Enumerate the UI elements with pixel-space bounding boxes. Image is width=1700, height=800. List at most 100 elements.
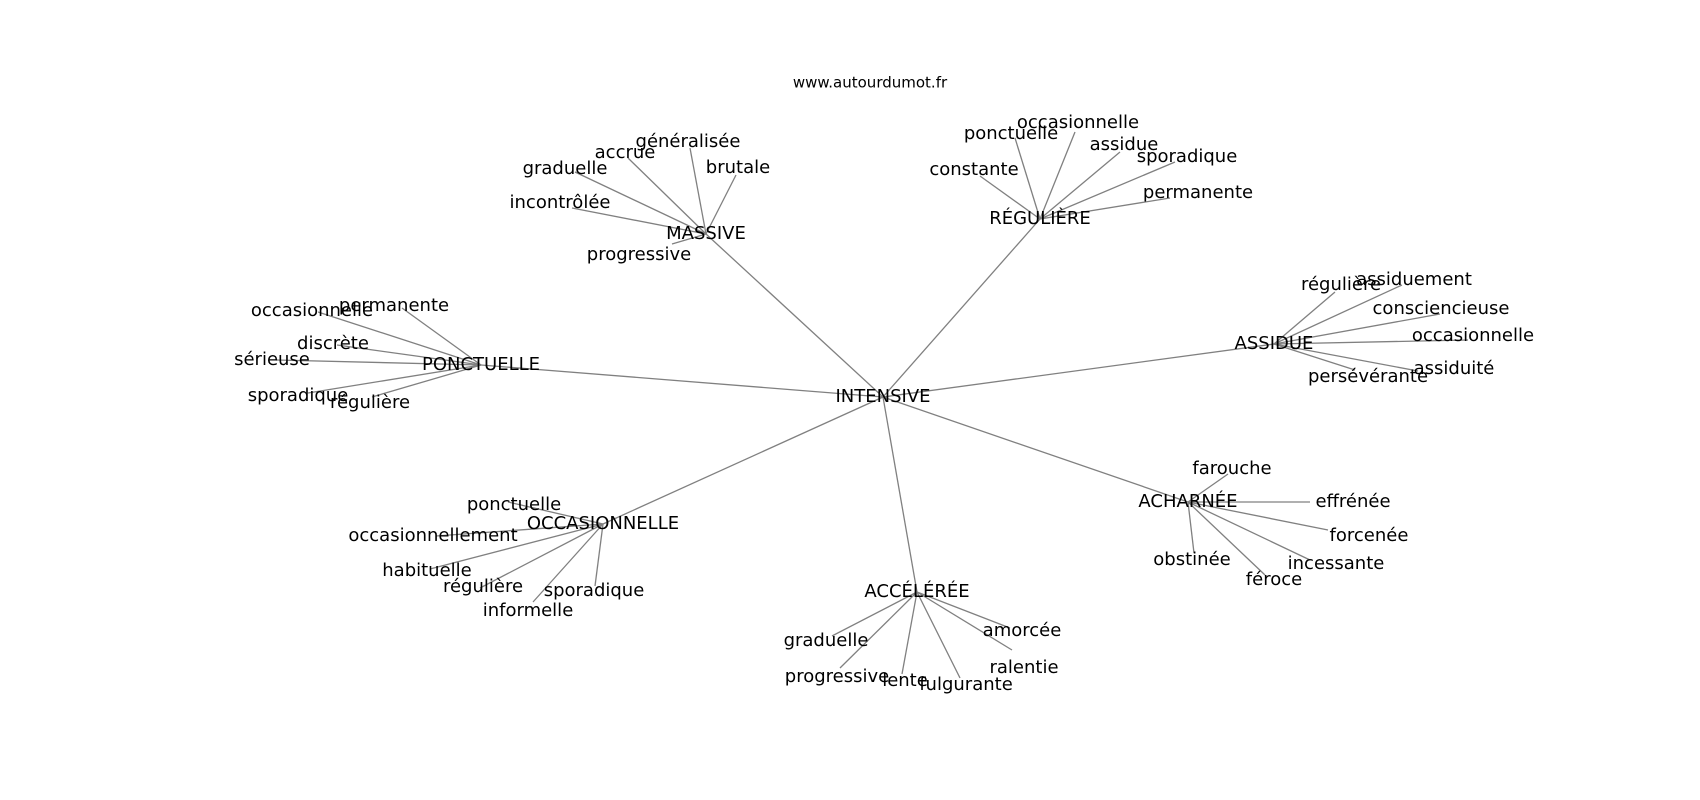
leaf-node[interactable]: sporadique — [248, 385, 349, 406]
edge-center-to-branch — [602, 396, 884, 525]
edge-branch-to-leaf — [1039, 151, 1121, 220]
leaf-node[interactable]: fulgurante — [919, 674, 1013, 695]
leaf-node[interactable]: assiduité — [1414, 358, 1495, 379]
source-url: www.autourdumot.fr — [793, 74, 948, 92]
edge-branch-to-leaf — [1273, 339, 1469, 345]
edge-branch-to-leaf — [831, 591, 918, 637]
edge-branch-to-leaf — [1273, 343, 1419, 372]
edge-branch-to-leaf — [1273, 284, 1403, 345]
leaf-node[interactable]: amorcée — [983, 620, 1062, 641]
edge-branch-to-leaf — [317, 311, 482, 366]
edge-branch-to-leaf — [1039, 197, 1171, 220]
leaf-node[interactable]: sporadique — [544, 580, 645, 601]
leaf-node[interactable]: régulière — [443, 576, 523, 597]
edge-branch-to-leaf — [401, 307, 482, 366]
center-node: INTENSIVE — [835, 386, 930, 407]
edge-branch-to-leaf — [916, 591, 1013, 651]
leaf-node[interactable]: régulière — [330, 392, 410, 413]
edge-branch-to-leaf — [532, 523, 604, 603]
leaf-node[interactable]: accrue — [595, 142, 656, 163]
edge-center-to-branch — [480, 364, 884, 398]
leaf-node[interactable]: obstinée — [1153, 549, 1230, 570]
edge-branch-to-leaf — [916, 591, 961, 679]
edge-branch-to-leaf — [1014, 137, 1041, 220]
leaf-node[interactable]: lente — [882, 670, 928, 691]
edge-center-to-branch — [882, 218, 1041, 398]
leaf-node[interactable]: permanente — [1143, 182, 1253, 203]
edge-branch-to-leaf — [627, 157, 707, 235]
leaf-node[interactable]: farouche — [1192, 458, 1271, 479]
leaf-node[interactable]: graduelle — [523, 158, 608, 179]
leaf-node[interactable]: constante — [929, 159, 1018, 180]
leaf-node[interactable]: progressive — [785, 666, 889, 687]
leaf-node[interactable]: brutale — [706, 157, 770, 178]
leaf-node[interactable]: habituelle — [382, 560, 471, 581]
branch-node[interactable]: ACCÉLÉRÉE — [864, 580, 969, 602]
edge-branch-to-leaf — [435, 523, 604, 537]
branch-node[interactable]: ACHARNÉE — [1138, 490, 1237, 512]
edge-center-to-branch — [882, 396, 1189, 503]
leaf-node[interactable]: occasionnelle — [251, 300, 373, 321]
edge-branch-to-leaf — [1187, 501, 1266, 576]
edge-branch-to-leaf — [1187, 473, 1229, 503]
edge-center-to-branch — [882, 343, 1275, 398]
edge-branch-to-leaf — [371, 364, 482, 398]
edge-branch-to-leaf — [1273, 343, 1356, 371]
graph-labels: www.autourdumot.fr INTENSIVE progressive… — [234, 74, 1534, 696]
edge-center-to-branch — [882, 396, 918, 593]
leaf-node[interactable]: régulière — [1301, 274, 1381, 295]
leaf-node[interactable]: informelle — [483, 600, 574, 621]
leaf-node[interactable]: incessante — [1288, 553, 1385, 574]
leaf-node[interactable]: progressive — [587, 244, 691, 265]
edge-branch-to-leaf — [479, 523, 604, 589]
leaf-node[interactable]: discrète — [297, 333, 369, 354]
edge-branch-to-leaf — [574, 171, 707, 235]
edge-branch-to-leaf — [507, 501, 604, 525]
branch-node[interactable]: MASSIVE — [666, 223, 746, 244]
edge-branch-to-leaf — [689, 147, 707, 235]
edge-branch-to-leaf — [594, 523, 604, 587]
leaf-node[interactable]: forcenée — [1330, 525, 1409, 546]
edge-branch-to-leaf — [307, 364, 482, 394]
edge-branch-to-leaf — [901, 591, 918, 675]
edge-branch-to-leaf — [1039, 131, 1076, 220]
leaf-node[interactable]: graduelle — [784, 630, 869, 651]
leaf-node[interactable]: généralisée — [636, 131, 741, 152]
graph-edges — [275, 131, 1469, 679]
leaf-node[interactable]: assidue — [1090, 134, 1159, 155]
edge-branch-to-leaf — [705, 174, 737, 235]
edge-branch-to-leaf — [275, 359, 482, 366]
edge-branch-to-leaf — [1039, 161, 1176, 220]
leaf-node[interactable]: ponctuelle — [467, 494, 561, 515]
leaf-node[interactable]: occasionnellement — [348, 525, 517, 546]
edge-branch-to-leaf — [1273, 313, 1441, 345]
branch-node[interactable]: ASSIDUE — [1235, 333, 1314, 354]
edge-branch-to-leaf — [1273, 291, 1336, 345]
branch-node[interactable]: RÉGULIÈRE — [989, 207, 1091, 229]
edge-branch-to-leaf — [839, 591, 918, 669]
leaf-node[interactable]: sporadique — [1137, 146, 1238, 167]
leaf-node[interactable]: permanente — [339, 295, 449, 316]
leaf-node[interactable]: assiduement — [1356, 269, 1472, 290]
branch-node[interactable]: OCCASIONNELLE — [527, 513, 679, 534]
leaf-node[interactable]: occasionnelle — [1017, 112, 1139, 133]
leaf-node[interactable]: incontrôlée — [510, 192, 611, 213]
leaf-node[interactable]: effrénée — [1315, 491, 1390, 512]
edge-branch-to-leaf — [1187, 501, 1195, 554]
edge-branch-to-leaf — [571, 207, 707, 235]
leaf-node[interactable]: ralentie — [989, 657, 1058, 678]
leaf-node[interactable]: persévérante — [1308, 366, 1428, 387]
edge-branch-to-leaf — [979, 175, 1041, 220]
branch-node[interactable]: PONCTUELLE — [422, 354, 540, 375]
edge-branch-to-leaf — [336, 344, 482, 366]
edge-branch-to-leaf — [1187, 501, 1311, 561]
edge-branch-to-leaf — [429, 523, 604, 570]
leaf-node[interactable]: consciencieuse — [1373, 298, 1510, 319]
edge-branch-to-leaf — [1187, 501, 1329, 531]
edge-branch-to-leaf — [671, 233, 707, 245]
leaf-node[interactable]: féroce — [1246, 569, 1302, 590]
leaf-node[interactable]: sérieuse — [234, 349, 310, 370]
leaf-node[interactable]: ponctuelle — [964, 123, 1058, 144]
leaf-node[interactable]: occasionnelle — [1412, 325, 1534, 346]
